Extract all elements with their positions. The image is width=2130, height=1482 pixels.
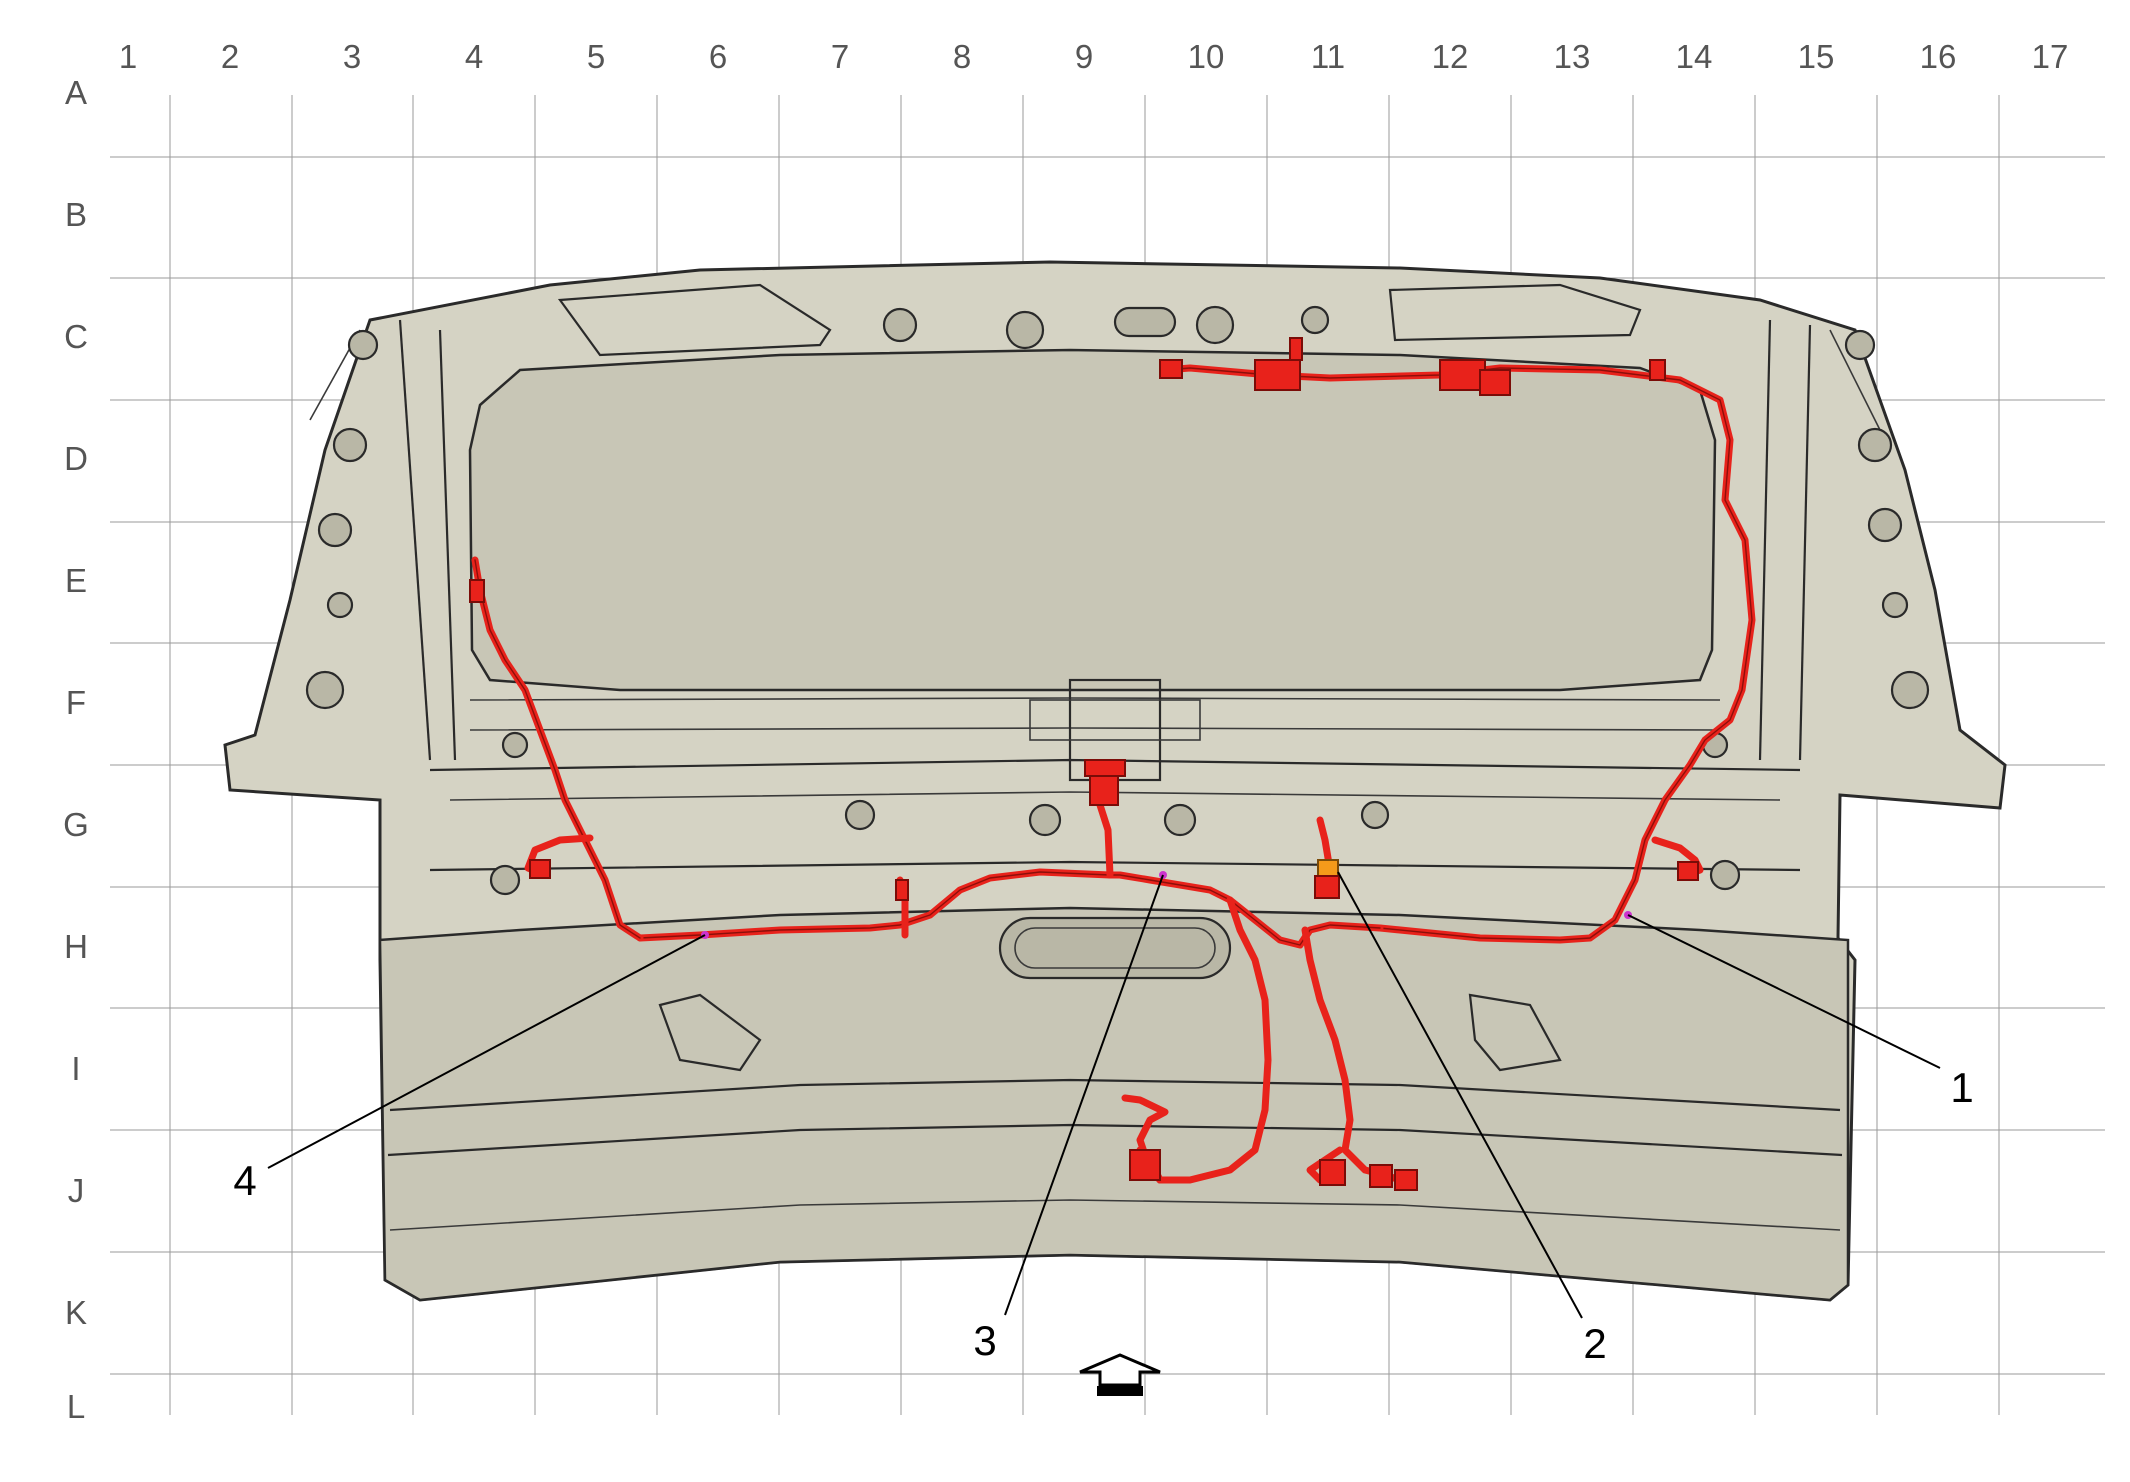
callout-label-2: 2 — [1583, 1320, 1606, 1367]
grid-row-label: I — [71, 1050, 80, 1087]
grid-column-label: 3 — [343, 38, 361, 75]
grid-column-label: 12 — [1432, 38, 1469, 75]
grid-column-label: 11 — [1311, 38, 1345, 75]
grid-row-label: L — [67, 1388, 85, 1425]
grid-row-label: A — [65, 74, 87, 111]
grid-column-label: 1 — [119, 38, 137, 75]
grid-row-label: F — [66, 684, 86, 721]
callout-label-1: 1 — [1950, 1064, 1973, 1111]
grid-row-label: B — [65, 196, 87, 233]
grid-row-label: H — [64, 928, 88, 965]
leader-2 — [1337, 871, 1583, 1319]
grid-column-label: 5 — [587, 38, 605, 75]
grid-column-label: 9 — [1075, 38, 1093, 75]
liftgate-lower-panel — [378, 906, 1850, 1302]
grid-column-label: 8 — [953, 38, 971, 75]
leader-4 — [267, 934, 706, 1169]
grid-column-label: 17 — [2032, 38, 2069, 75]
wiring-harness — [469, 337, 1756, 1191]
grid-row-label: C — [64, 318, 88, 355]
leader-1 — [1627, 914, 1941, 1069]
grid-column-label: 14 — [1676, 38, 1713, 75]
grid-column-label: 10 — [1188, 38, 1225, 75]
connector-upper-left — [1159, 359, 1183, 379]
grid-row-label: G — [63, 806, 89, 843]
grid-column-label: 2 — [221, 38, 239, 75]
grid-column-label: 13 — [1554, 38, 1591, 75]
connector-camera — [1317, 859, 1339, 877]
grid-column-label: 7 — [831, 38, 849, 75]
handle-recess — [998, 916, 1232, 980]
grid-column-label: 6 — [709, 38, 727, 75]
forward-arrow-icon — [1079, 1353, 1161, 1396]
grid-row-label: E — [65, 562, 87, 599]
leader-3 — [1004, 874, 1164, 1316]
callout-label-4: 4 — [233, 1157, 256, 1204]
grid-column-label: 16 — [1920, 38, 1957, 75]
grid-row-label: K — [65, 1294, 87, 1331]
grid-column-label: 15 — [1798, 38, 1835, 75]
grid-row-label: D — [64, 440, 88, 477]
callout-leaders — [267, 871, 1941, 1319]
window-opening — [468, 348, 1717, 692]
grid-row-label: J — [68, 1172, 85, 1209]
grid-row-labels: A B C D E F G H I J K L — [63, 74, 89, 1425]
callout-label-3: 3 — [973, 1317, 996, 1364]
grid-column-label: 4 — [465, 38, 483, 75]
